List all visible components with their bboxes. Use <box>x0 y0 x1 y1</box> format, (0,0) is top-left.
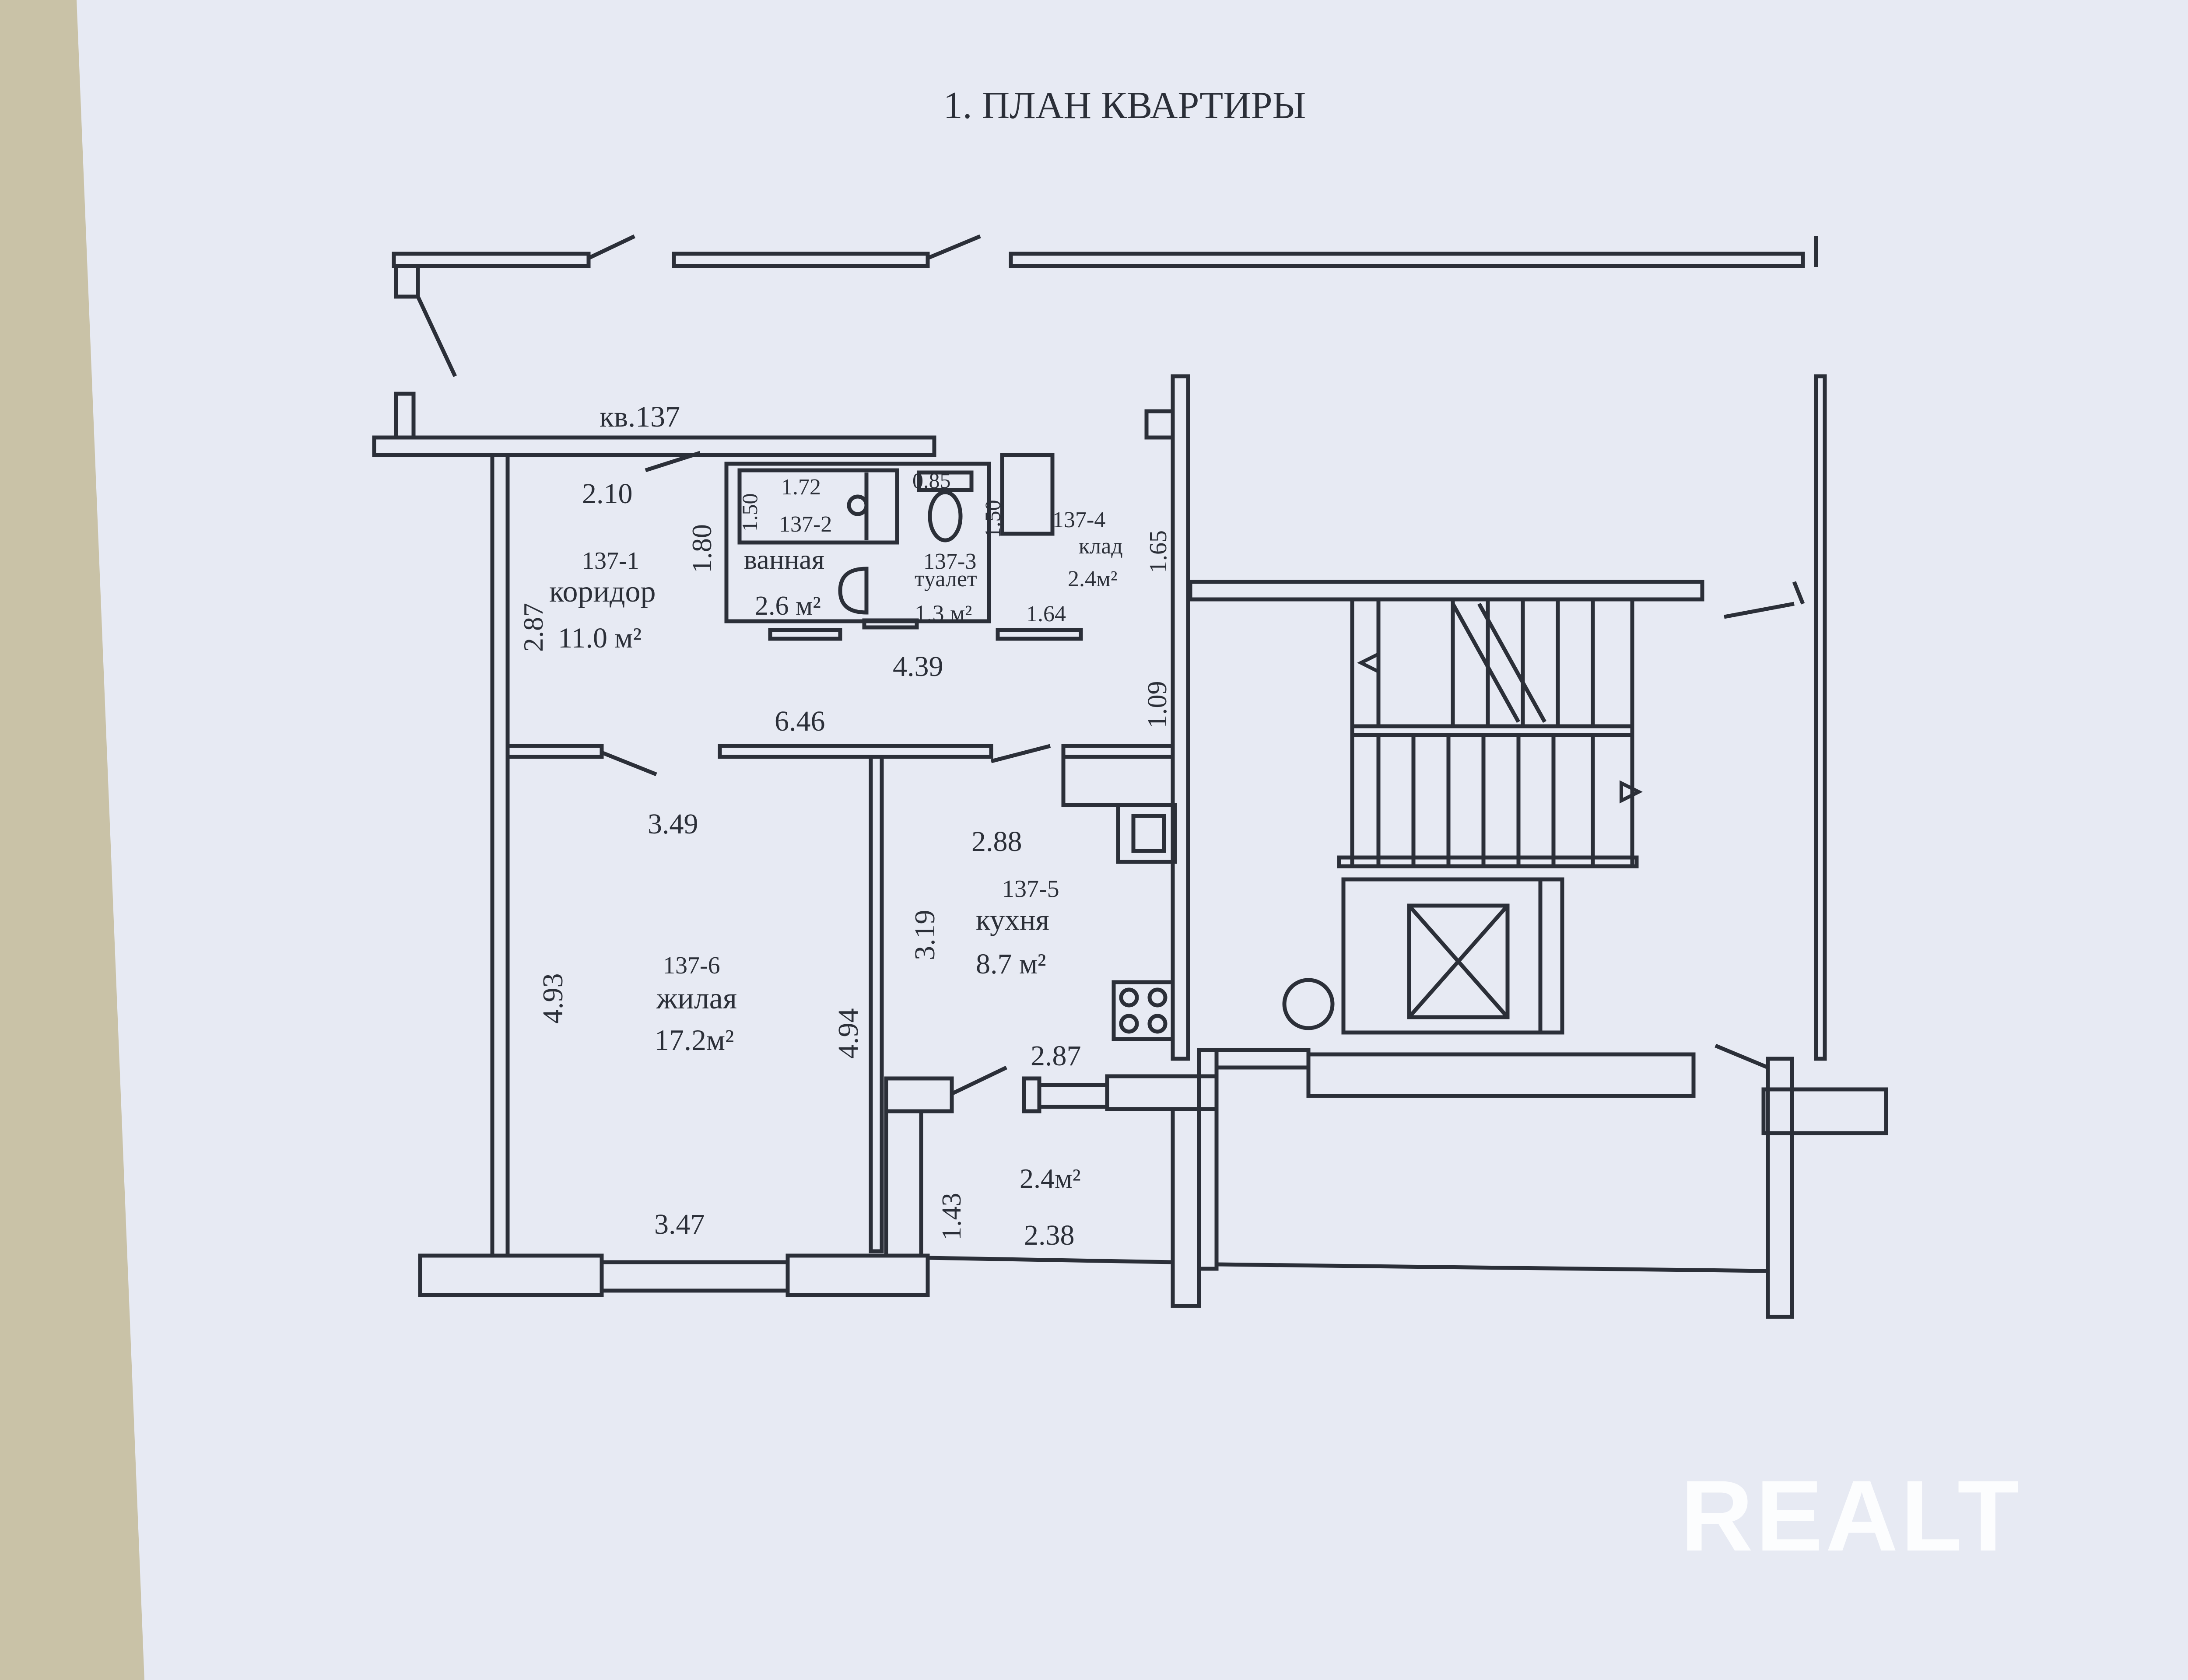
dim-bath-inner-width: 1.72 <box>781 475 821 500</box>
plan-walls <box>372 234 1888 1319</box>
room-name-toilet: туалет <box>915 567 977 592</box>
dim-bath-height: 1.80 <box>686 524 717 573</box>
dim-toilet-width: 0.85 <box>912 468 951 493</box>
dim-balcony-bottom: 2.38 <box>1024 1219 1075 1251</box>
dim-kitchen-top: 2.88 <box>971 826 1022 858</box>
dim-corridor-width: 2.10 <box>582 478 633 510</box>
room-area-kitchen: 8.7 м² <box>976 948 1046 980</box>
room-name-living: жилая <box>656 982 737 1015</box>
dim-kitchen-left: 3.19 <box>909 910 941 961</box>
room-id-storage: 137-4 <box>1052 508 1105 532</box>
dim-hall-full: 6.46 <box>775 705 825 737</box>
dim-balcony-side: 1.43 <box>937 1193 967 1241</box>
room-area-corridor: 11.0 м² <box>558 622 642 654</box>
stair-arrow-left-icon <box>1357 651 1380 675</box>
dim-living-bottom: 3.47 <box>654 1208 705 1240</box>
room-name-storage: клад <box>1079 534 1123 559</box>
dim-hall-length: 4.39 <box>893 651 943 682</box>
apartment-label: кв.137 <box>600 400 680 433</box>
room-name-kitchen: кухня <box>976 903 1049 936</box>
room-area-storage: 2.4м² <box>1068 567 1118 592</box>
balcony-area: 2.4м² <box>1020 1163 1081 1194</box>
room-name-corridor: коридор <box>549 575 656 609</box>
dim-living-left: 4.93 <box>537 973 569 1024</box>
dim-kitchen-bottom: 2.87 <box>1031 1040 1081 1072</box>
dim-storage-height: 1.65 <box>1145 530 1172 573</box>
dim-living-top: 3.49 <box>648 808 698 840</box>
dim-hall-gap: 1.09 <box>1143 681 1172 729</box>
dim-storage-width: 1.64 <box>1026 602 1066 626</box>
room-area-toilet: 1.3 м² <box>915 600 972 626</box>
room-id-corridor: 137-1 <box>582 547 639 574</box>
room-id-toilet: 137-3 <box>923 549 976 574</box>
dim-toilet-height: 1.50 <box>980 500 1005 539</box>
room-area-bath: 2.6 м² <box>755 591 821 621</box>
realt-watermark-logo: REALT <box>1680 1460 2022 1572</box>
plan-title: 1. ПЛАН КВАРТИРЫ <box>943 84 1306 127</box>
room-id-kitchen: 137-5 <box>1002 875 1059 903</box>
dim-bath-inner-height: 1.50 <box>737 494 762 532</box>
room-id-living: 137-6 <box>663 952 720 979</box>
room-name-bath: ванная <box>744 544 824 575</box>
stair-arrow-right-icon <box>1620 780 1643 804</box>
room-id-bath: 137-2 <box>779 512 832 537</box>
dim-corridor-height: 2.87 <box>518 603 549 652</box>
dim-living-right: 4.94 <box>832 1008 864 1059</box>
room-area-living: 17.2м² <box>654 1023 734 1057</box>
